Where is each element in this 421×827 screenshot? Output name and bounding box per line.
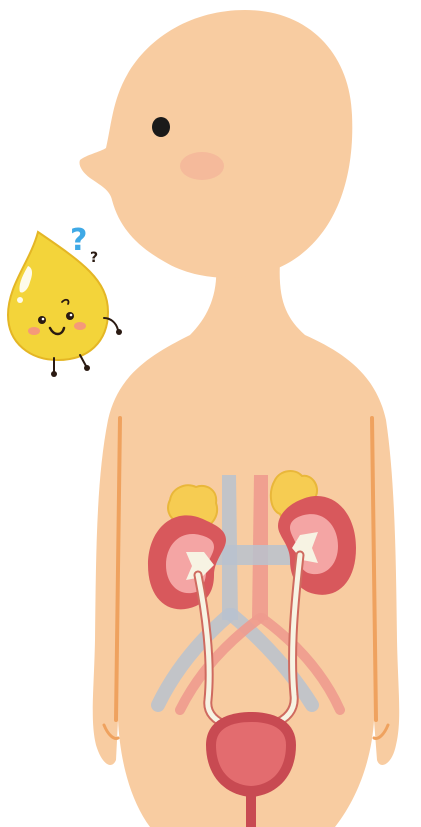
drop-eye-right-shine	[70, 314, 73, 317]
drop-eye-left-shine	[42, 318, 45, 321]
eye	[152, 117, 170, 137]
drop-eye-right	[66, 312, 74, 320]
head	[79, 10, 352, 278]
question-mark-small-icon: ?	[90, 250, 98, 266]
question-mark-icon: ?	[70, 223, 87, 258]
drop-leg-right	[80, 355, 86, 366]
drop-hand	[116, 329, 122, 335]
urine-drop-mascot-icon	[8, 232, 122, 377]
drop-foot-left	[51, 371, 57, 377]
drop-cheek-left	[28, 327, 40, 335]
drop-highlight-dot	[17, 297, 23, 303]
urethra	[246, 795, 256, 827]
drop-foot-right	[84, 365, 90, 371]
drop-eye-left	[38, 316, 46, 324]
child-figure	[79, 10, 399, 827]
drop-cheek-right	[74, 322, 86, 330]
cheek	[180, 152, 224, 180]
